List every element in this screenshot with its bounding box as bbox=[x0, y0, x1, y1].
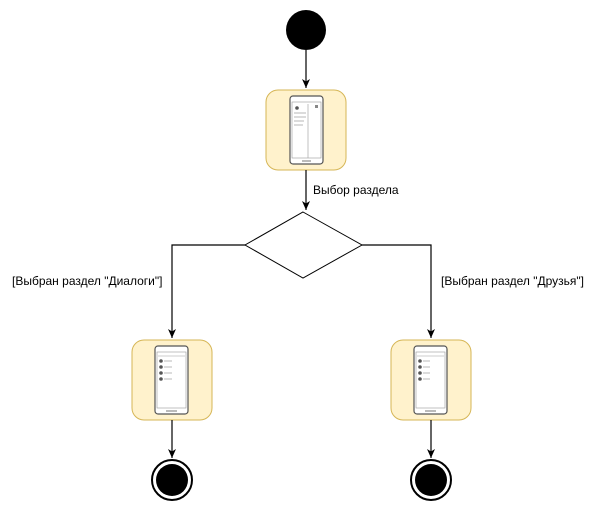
state-friends-screen[interactable] bbox=[390, 339, 472, 421]
final-node-dialogs bbox=[151, 459, 193, 501]
final-node-friends bbox=[410, 459, 452, 501]
phone-icon-main bbox=[289, 95, 324, 165]
initial-node bbox=[286, 10, 326, 50]
phone-icon-friends bbox=[413, 345, 448, 415]
state-main-screen[interactable] bbox=[265, 89, 347, 171]
label-dialogs-chosen: [Выбран раздел "Диалоги"] bbox=[12, 274, 162, 288]
label-select-section: Выбор раздела bbox=[313, 183, 399, 197]
phone-icon-dialogs bbox=[154, 345, 189, 415]
state-dialogs-screen[interactable] bbox=[131, 339, 213, 421]
edge-decision-to-friends bbox=[362, 244, 435, 338]
label-friends-chosen: [Выбран раздел "Друзья"] bbox=[441, 274, 584, 288]
decision-node[interactable] bbox=[243, 211, 364, 279]
edge-decision-to-dialogs bbox=[168, 244, 245, 338]
